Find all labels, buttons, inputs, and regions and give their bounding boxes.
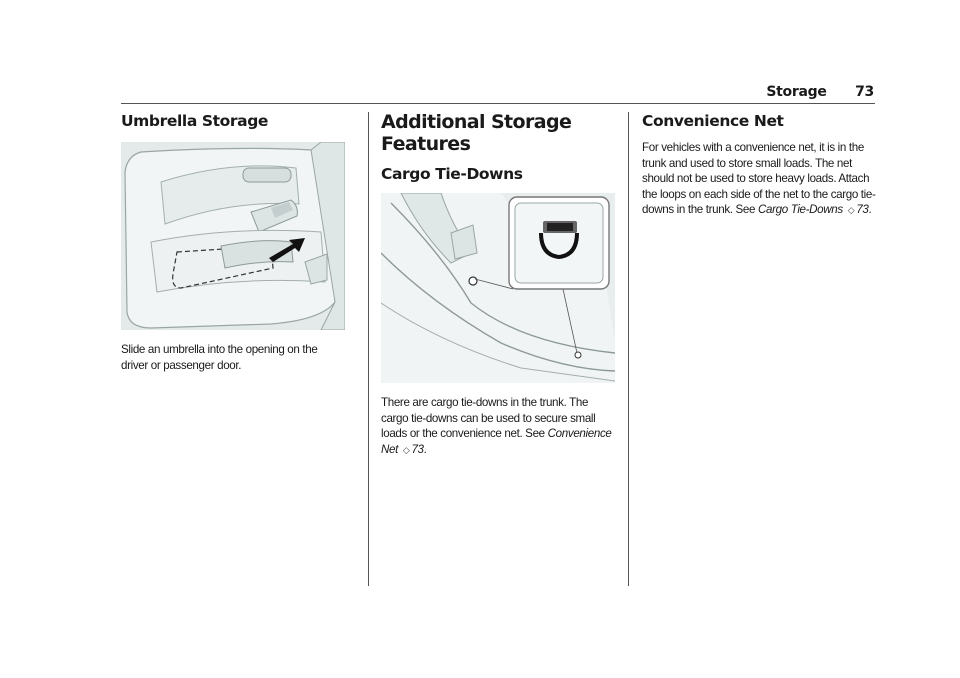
column-umbrella: Umbrella Storage Slide an umbrella into …	[121, 110, 345, 373]
cargo-tie-downs-heading: Cargo Tie-Downs	[381, 165, 523, 183]
net-xref-page[interactable]: 73	[856, 203, 869, 216]
page-ref-icon: ◇	[847, 205, 855, 215]
net-text: For vehicles with a convenience net, it …	[642, 141, 876, 216]
net-text-end: .	[868, 203, 872, 216]
column-convenience-net: Convenience Net For vehicles with a conv…	[642, 110, 876, 219]
running-section-title: Storage	[766, 84, 827, 100]
cargo-tie-downs-text: There are cargo tie-downs in the trunk. …	[381, 395, 615, 458]
additional-storage-heading: Additional Storage Features	[381, 111, 572, 155]
column-divider-1	[368, 112, 369, 586]
cargo-text: There are cargo tie-downs in the trunk. …	[381, 396, 596, 440]
convenience-net-text: For vehicles with a convenience net, it …	[642, 140, 876, 219]
convenience-net-link[interactable]: Convenience Net	[381, 427, 612, 456]
header-rule	[121, 103, 875, 104]
page-header: Storage 73	[766, 84, 874, 100]
column-divider-2	[628, 112, 629, 586]
page-ref-icon: ◇	[402, 444, 410, 455]
umbrella-storage-heading: Umbrella Storage	[121, 112, 269, 130]
cargo-text-end: .	[423, 442, 427, 456]
cargo-tie-downs-link[interactable]: Cargo Tie-Downs	[758, 203, 843, 216]
cargo-xref-page[interactable]: 73	[411, 442, 424, 456]
convenience-net-heading: Convenience Net	[642, 112, 784, 130]
column-additional-storage: Additional Storage Features Cargo Tie-Do…	[381, 110, 615, 458]
cargo-tie-down-illustration	[381, 193, 615, 383]
umbrella-storage-text: Slide an umbrella into the opening on th…	[121, 343, 318, 372]
door-umbrella-illustration	[121, 142, 345, 330]
page-number: 73	[855, 84, 874, 100]
